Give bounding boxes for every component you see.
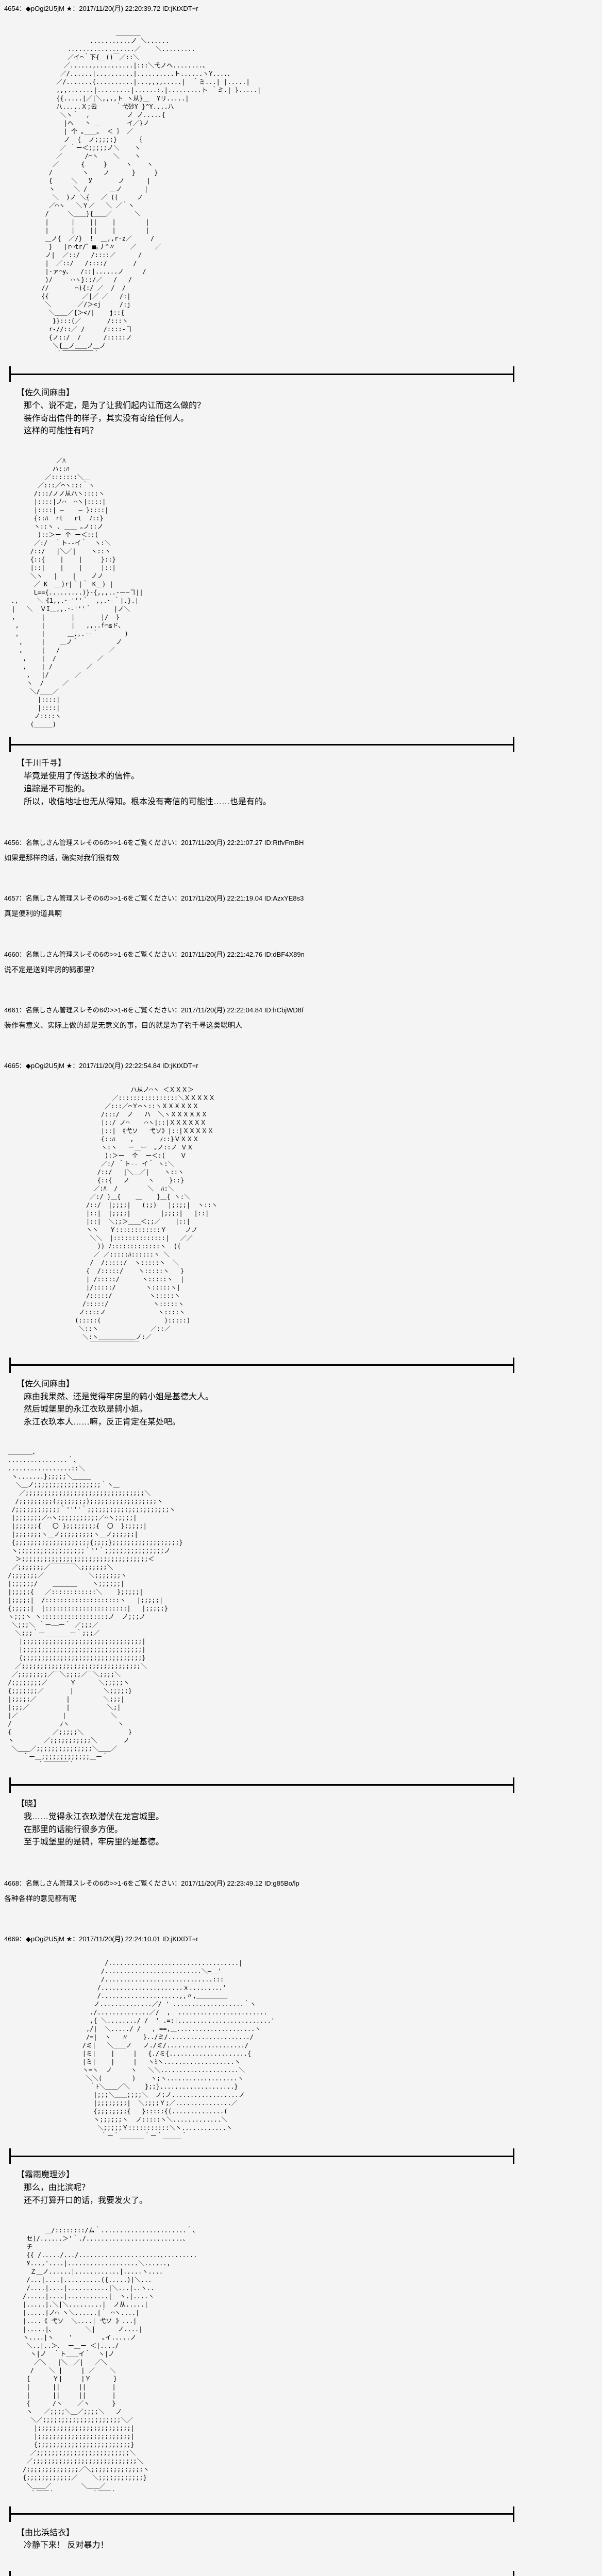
speaker-name: 【千川千寻】: [16, 759, 66, 768]
dialogue-text: 那么，由比滨呢？ 还不打算开口的话，我要发火了。: [24, 2182, 602, 2208]
dialogue-box: 【佐久间麻由】麻由我果然、还是觉得牢房里的鸫小姐是基德大人。然后城堡里的永江衣玖…: [4, 1357, 602, 1429]
post-body-text: 各种各样的意见都有呢: [4, 1893, 602, 1905]
post-body-line: 装作有意义、实际上做的却是无意义的事，目的就是为了钓千寻这类聪明人: [4, 1021, 242, 1029]
dialogue-divider: [9, 2148, 514, 2164]
post-body-text: 装作有意义、实际上做的却是无意义的事，目的就是为了钓千寻这类聪明人: [4, 1020, 602, 1031]
post-body-line: 说不定是送到牢房的鸫那里？: [4, 965, 98, 974]
post-header: 4657：名無しさん管理スレその6の>>1-6をご覧ください：2017/11/2…: [4, 894, 304, 903]
post-4657: 4657：名無しさん管理スレその6の>>1-6をご覧ください：2017/11/2…: [4, 894, 602, 920]
dialogue-text: 麻由我果然、还是觉得牢房里的鸫小姐是基德大人。然后城堡里的永江衣玖是鸫小姐。永江…: [24, 1391, 602, 1429]
dialogue-text: 毕竟是使用了传送技术的信件。追踪是不可能的。所以，收信地址也无从得知。根本没有寄…: [24, 770, 602, 808]
dialogue-text: 冷静下来！ 反对暴力！: [24, 2539, 602, 2552]
dialogue-line: 还不打算开口的话，我要发火了。: [24, 2196, 148, 2205]
post-header: 4669：◆pOgi2U5jM ★：2017/11/20(月) 22:24:10…: [4, 1935, 198, 1943]
dialogue-line: 毕竟是使用了传送技术的信件。: [24, 771, 140, 781]
dialogue-line: 然后城堡里的永江衣玖是鸫小姐。: [24, 1405, 148, 1414]
divider-tick-left: [9, 366, 11, 382]
post-body-text: 说不定是送到牢房的鸫那里？: [4, 964, 602, 976]
divider-rule: [11, 743, 513, 745]
ascii-art: ／ﾊ ハ::ﾊ ／:::::::＼＿ ／:::／⌒ヽ:::｀ヽ /:::/ノノ从…: [11, 457, 143, 728]
dialogue-text: 我……觉得永江衣玖潜伏在龙宫城里。在那里的话能行很多方便。至于城堡里的是鸫，牢房…: [24, 1811, 602, 1849]
ascii-art: ハ从ノ⌒ヽ ＜ＸＸＸ＞ ／::::::::::::::::＼ＸＸＸＸＸ ／:::…: [75, 1086, 218, 1349]
ascii-art: ＿＿＿＿､ ................｀､ ...............…: [8, 1448, 183, 1769]
post-4654: 4654：◆pOgi2U5jM ★：2017/11/20(月) 22:20:39…: [4, 4, 602, 808]
post-4665: 4665：◆pOgi2U5jM ★：2017/11/20(月) 22:22:54…: [4, 1061, 602, 1849]
dialogue-box: 【由比浜結衣】冷静下来！ 反对暴力！: [4, 2506, 602, 2553]
divider-tick-right: [513, 1777, 514, 1793]
post-4656: 4656：名無しさん管理スレその6の>>1-6をご覧ください：2017/11/2…: [4, 838, 602, 864]
post-4668: 4668：名無しさん管理スレその6の>>1-6をご覧ください：2017/11/2…: [4, 1879, 602, 1905]
divider-tick-left: [9, 1357, 11, 1373]
post-body-text: 真是便利的道具啊: [4, 908, 602, 920]
dialogue-line: 至于城堡里的是鸫，牢房里的是基德。: [24, 1838, 164, 1847]
divider-tick-left: [9, 2148, 11, 2164]
dialogue-line: 追踪是不可能的。: [24, 784, 90, 793]
post-4660: 4660：名無しさん管理スレその6の>>1-6をご覧ください：2017/11/2…: [4, 950, 602, 976]
divider-rule: [11, 2513, 513, 2515]
dialogue-text: 那个、说不定，是为了让我们起内讧而这么做的？ 装作寄出信件的样子，其实没有寄给任何…: [24, 400, 602, 438]
dialogue-box: 【佐久间麻由】那个、说不定，是为了让我们起内讧而这么做的？ 装作寄出信件的样子，其…: [4, 366, 602, 438]
dialogue-line: 那个、说不定，是为了让我们起内讧而这么做的？: [24, 401, 206, 410]
dialogue-divider: [9, 1357, 514, 1373]
dialogue-line: 装作寄出信件的样子，其实没有寄给任何人。: [24, 414, 189, 423]
dialogue-divider: [9, 1777, 514, 1793]
divider-tick-right: [513, 2148, 514, 2164]
dialogue-line: 永江衣玖本人……嘛，反正肯定在某处吧。: [24, 1418, 181, 1427]
dialogue-divider: [9, 366, 514, 382]
ascii-art: ＿/::::::::/ム｀.......................｀､ セ…: [23, 2226, 197, 2498]
speaker-name: 【晓】: [16, 1799, 42, 1808]
post-header: 4668：名無しさん管理スレその6の>>1-6をご覧ください：2017/11/2…: [4, 1879, 299, 1888]
dialogue-divider: [9, 2571, 514, 2576]
dialogue-line: 所以，收信地址也无从得知。根本没有寄信的可能性……也是有的。: [24, 797, 272, 806]
ascii-art: /...................................| /.…: [82, 1959, 275, 2140]
divider-tick-left: [9, 2506, 11, 2522]
ascii-art: ＿＿＿＿ ...........ノ ＼...... ..............…: [41, 29, 261, 358]
divider-rule: [11, 2155, 513, 2157]
divider-tick-right: [513, 1357, 514, 1373]
dialogue-line: 那么，由比滨呢？: [24, 2183, 90, 2193]
post-body-line: 真是便利的道具啊: [4, 909, 62, 918]
dialogue-line: 麻由我果然、还是觉得牢房里的鸫小姐是基德大人。: [24, 1392, 214, 1401]
dialogue-divider: [9, 2506, 514, 2522]
dialogue-box: 【霧雨魔理沙】给我记好，沉默也是暴力。: [4, 2571, 602, 2576]
post-body-line: 各种各样的意见都有呢: [4, 1894, 76, 1903]
divider-tick-left: [9, 1777, 11, 1793]
dialogue-line: 冷静下来！ 反对暴力！: [24, 2541, 109, 2550]
post-header: 4661：名無しさん管理スレその6の>>1-6をご覧ください：2017/11/2…: [4, 1006, 304, 1014]
speaker-name: 【佐久间麻由】: [16, 1379, 75, 1388]
divider-tick-right: [513, 737, 514, 753]
post-body-text: 如果是那样的话，确实对我们很有效: [4, 852, 602, 864]
dialogue-line: 这样的可能性有吗？: [24, 427, 98, 436]
divider-tick-left: [9, 2571, 11, 2576]
dialogue-box: 【千川千寻】毕竟是使用了传送技术的信件。追踪是不可能的。所以，收信地址也无从得知…: [4, 737, 602, 808]
dialogue-box: 【晓】我……觉得永江衣玖潜伏在龙宫城里。在那里的话能行很多方便。至于城堡里的是鸫…: [4, 1777, 602, 1849]
divider-rule: [11, 373, 513, 375]
dialogue-divider: [9, 737, 514, 753]
post-header: 4660：名無しさん管理スレその6の>>1-6をご覧ください：2017/11/2…: [4, 950, 305, 958]
speaker-name: 【霧雨魔理沙】: [16, 2171, 75, 2180]
post-4661: 4661：名無しさん管理スレその6の>>1-6をご覧ください：2017/11/2…: [4, 1006, 602, 1031]
post-header: 4654：◆pOgi2U5jM ★：2017/11/20(月) 22:20:39…: [4, 5, 198, 12]
divider-rule: [11, 1364, 513, 1366]
speaker-name: 【佐久间麻由】: [16, 388, 75, 397]
divider-tick-right: [513, 2506, 514, 2522]
post-header: 4665：◆pOgi2U5jM ★：2017/11/20(月) 22:22:54…: [4, 1061, 198, 1070]
divider-tick-right: [513, 366, 514, 382]
dialogue-line: 在那里的话能行很多方便。: [24, 1825, 123, 1834]
post-header: 4656：名無しさん管理スレその6の>>1-6をご覧ください：2017/11/2…: [4, 839, 304, 847]
dialogue-line: 我……觉得永江衣玖潜伏在龙宫城里。: [24, 1812, 164, 1821]
post-body-line: 如果是那样的话，确实对我们很有效: [4, 854, 120, 862]
divider-tick-right: [513, 2571, 514, 2576]
divider-tick-left: [9, 737, 11, 753]
post-4669: 4669：◆pOgi2U5jM ★：2017/11/20(月) 22:24:10…: [4, 1935, 602, 2576]
speaker-name: 【由比浜結衣】: [16, 2528, 75, 2537]
dialogue-box: 【霧雨魔理沙】那么，由比滨呢？ 还不打算开口的话，我要发火了。: [4, 2148, 602, 2207]
divider-rule: [11, 1784, 513, 1786]
